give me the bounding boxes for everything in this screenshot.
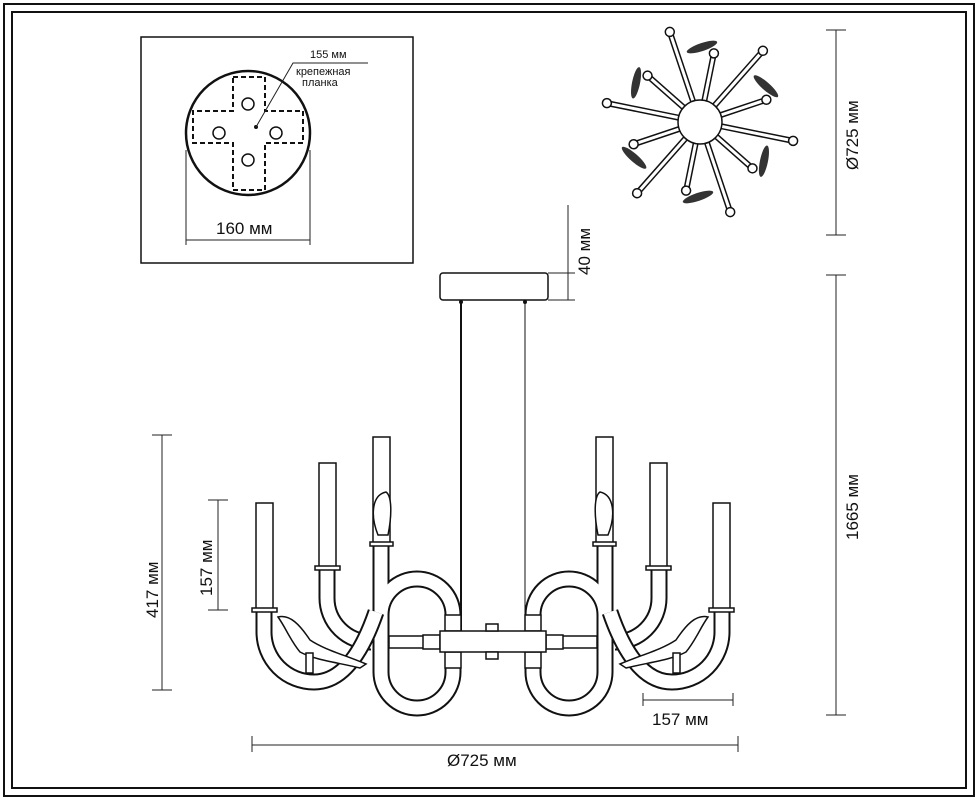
screw-hole	[269, 126, 283, 140]
screw-hole	[241, 153, 255, 167]
bird-ornament	[372, 491, 392, 536]
top-view-arm	[606, 101, 679, 120]
dimension-top-view: Ø725 мм	[826, 29, 862, 236]
dimension-line	[185, 150, 311, 245]
top-view-diameter-label: Ø725 мм	[843, 100, 862, 170]
dimension-body-height: 417 мм	[143, 434, 172, 691]
dimension-total-height: 1665 мм	[826, 274, 862, 716]
top-view-arm	[720, 98, 767, 117]
top-view-candle	[787, 135, 799, 147]
top-view-candle	[747, 163, 758, 174]
canopy-height-label: 40 мм	[575, 228, 594, 275]
arm-offset-label: 157 мм	[652, 710, 708, 729]
dimension-diameter: Ø725 мм	[251, 736, 739, 770]
plate-label-line2: планка	[302, 77, 339, 89]
inner-frame	[11, 11, 967, 789]
top-view-candle	[680, 185, 692, 196]
leader-line	[255, 62, 368, 128]
canopy-diameter-label: 160 мм	[216, 219, 272, 238]
screw-hole	[241, 97, 255, 111]
top-view-bird	[686, 40, 718, 54]
top-view-candle	[664, 26, 676, 38]
dimension-canopy-height: 40 мм	[548, 205, 594, 301]
top-view-candle	[601, 97, 613, 109]
outer-frame	[3, 3, 975, 797]
top-view-bird	[753, 75, 779, 98]
screw-hole	[212, 126, 226, 140]
candle	[318, 462, 337, 568]
top-view-arm	[668, 31, 695, 102]
top-view-arm	[633, 127, 680, 146]
top-view-candle	[761, 94, 772, 105]
top-view-candle	[628, 139, 639, 150]
top-view-arm	[646, 74, 685, 109]
top-view	[601, 26, 799, 218]
chandelier-front-view	[251, 272, 734, 717]
candle-height-label: 157 мм	[197, 540, 216, 596]
top-view-candle	[757, 45, 769, 57]
right-arms	[525, 437, 734, 708]
bird-ornament	[276, 615, 368, 669]
canopy-circle	[184, 69, 312, 197]
top-view-arm	[713, 49, 765, 107]
top-view-arm	[702, 53, 716, 101]
top-view-arm	[721, 124, 794, 143]
mount-plate-inset: 155 мм крепежная планка 160 мм	[140, 36, 414, 264]
top-view-candle	[642, 70, 653, 81]
total-height-label: 1665 мм	[843, 474, 862, 540]
top-view-arm	[684, 143, 698, 191]
top-view-candle	[708, 48, 720, 59]
top-view-candle	[631, 187, 643, 199]
dimension-candle-height: 157 мм	[197, 499, 228, 611]
central-hub	[439, 630, 547, 653]
top-view-arm	[715, 135, 754, 170]
body-height-label: 417 мм	[143, 562, 162, 618]
top-view-bird	[621, 146, 647, 169]
top-view-arm	[635, 137, 687, 195]
top-view-bird	[682, 190, 714, 204]
top-view-arm	[705, 142, 732, 213]
top-view-bird	[631, 67, 642, 99]
canopy	[439, 272, 549, 301]
top-view-candle	[724, 206, 736, 218]
candle	[255, 502, 274, 611]
diameter-label: Ø725 мм	[447, 751, 517, 770]
top-view-bird	[758, 145, 769, 177]
left-arms	[251, 436, 462, 717]
plate-size-label: 155 мм	[310, 49, 347, 61]
plate-label-line1: крепежная	[296, 66, 351, 78]
top-view-hub	[677, 99, 723, 145]
dimension-arm-offset: 157 мм	[642, 693, 734, 729]
